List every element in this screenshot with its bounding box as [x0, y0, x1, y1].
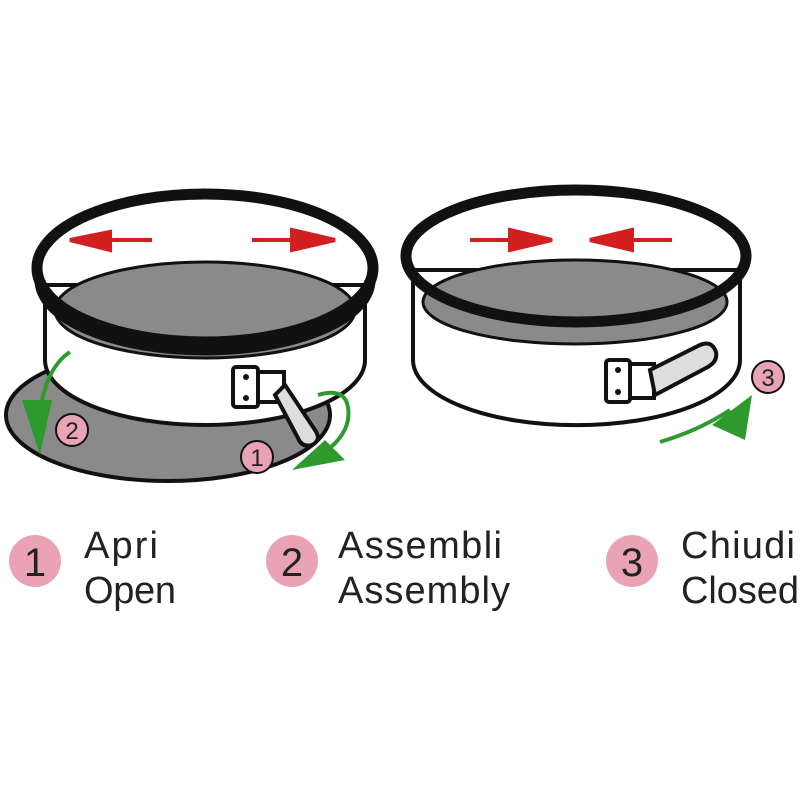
arrow-green-close [659, 408, 732, 444]
svg-text:1: 1 [250, 445, 263, 472]
clasp [231, 365, 320, 448]
pan-floor [421, 258, 729, 346]
closed-pan-illustration [400, 184, 752, 444]
pan-rim [31, 188, 379, 348]
legend-step-2: 2 Assembli Assembly [266, 525, 510, 612]
badge-1-small: 1 [240, 440, 274, 474]
svg-text:1: 1 [24, 541, 46, 585]
svg-text:3: 3 [621, 541, 643, 585]
svg-text:Closed: Closed [681, 570, 799, 612]
legend-step-1: 1 Apri Open [9, 525, 176, 612]
svg-text:3: 3 [761, 365, 774, 392]
arrow-red-right [470, 227, 553, 253]
svg-text:2: 2 [65, 418, 78, 445]
open-pan-illustration [4, 188, 379, 483]
badge-2-small: 2 [55, 413, 89, 447]
svg-text:Apri: Apri [84, 525, 158, 567]
badge-3-small: 3 [751, 360, 785, 394]
arrow-red-left [69, 229, 152, 253]
legend-step-3: 3 Chiudi Closed [606, 525, 799, 612]
svg-text:Assembly: Assembly [338, 570, 510, 612]
arrow-red-right [252, 227, 336, 253]
svg-text:2: 2 [281, 541, 303, 585]
clasp [604, 341, 719, 404]
svg-text:Chiudi: Chiudi [681, 525, 795, 567]
arrow-red-left [589, 227, 672, 253]
svg-text:Open: Open [84, 570, 176, 612]
svg-text:Assembli: Assembli [338, 525, 502, 567]
arrow-green-rotate [317, 390, 351, 457]
pan-rim [400, 184, 752, 328]
